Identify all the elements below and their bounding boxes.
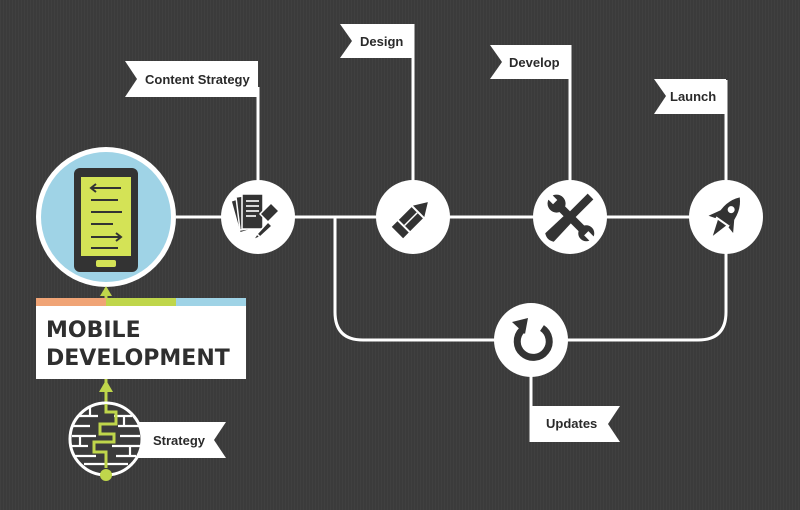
flag-label-launch: Launch	[670, 89, 716, 104]
flag-shape	[531, 406, 620, 442]
node-develop	[533, 180, 607, 254]
node-circle	[494, 303, 568, 377]
flag-develop: Develop	[490, 45, 570, 79]
node-updates	[494, 303, 568, 377]
flag-label-updates: Updates	[546, 416, 597, 431]
flag-updates: Updates	[531, 406, 620, 442]
title-line-2: DEVELOPMENT	[46, 346, 230, 371]
accent-bar-orange	[36, 298, 106, 306]
title-box	[36, 306, 246, 379]
flag-label-content-strategy: Content Strategy	[145, 72, 251, 87]
maze-path	[92, 404, 118, 468]
flag-label-design: Design	[360, 34, 403, 49]
title-line-1: MOBILE	[46, 318, 141, 343]
node-launch	[689, 180, 763, 254]
node-content-strategy	[221, 180, 295, 254]
documents-icon	[230, 193, 280, 241]
accent-bar-green	[106, 298, 176, 306]
flag-shape	[138, 422, 226, 458]
flag-label-develop: Develop	[509, 55, 560, 70]
accent-bar-blue	[176, 298, 246, 306]
flag-strategy: Strategy	[138, 422, 226, 458]
tablet-icon	[74, 168, 138, 272]
flag-shape	[125, 61, 258, 97]
up-arrow-icon	[100, 286, 112, 296]
pencil-icon	[391, 202, 428, 239]
tools-icon	[545, 193, 596, 243]
node-design	[376, 180, 450, 254]
flag-shape	[654, 79, 726, 114]
maze-start-dot	[100, 469, 112, 481]
rocket-icon	[708, 197, 741, 236]
flag-content-strategy: Content Strategy	[125, 61, 258, 97]
strategy-node	[68, 286, 144, 481]
flag-label-strategy: Strategy	[153, 433, 206, 448]
node-device	[36, 147, 176, 287]
up-arrow-icon	[99, 380, 113, 392]
refresh-icon	[512, 318, 553, 361]
title-block: MOBILE DEVELOPMENT	[36, 298, 246, 379]
flag-launch: Launch	[654, 79, 726, 114]
flag-shape	[340, 24, 413, 58]
flag-design: Design	[340, 24, 413, 58]
flag-shape	[490, 45, 570, 79]
